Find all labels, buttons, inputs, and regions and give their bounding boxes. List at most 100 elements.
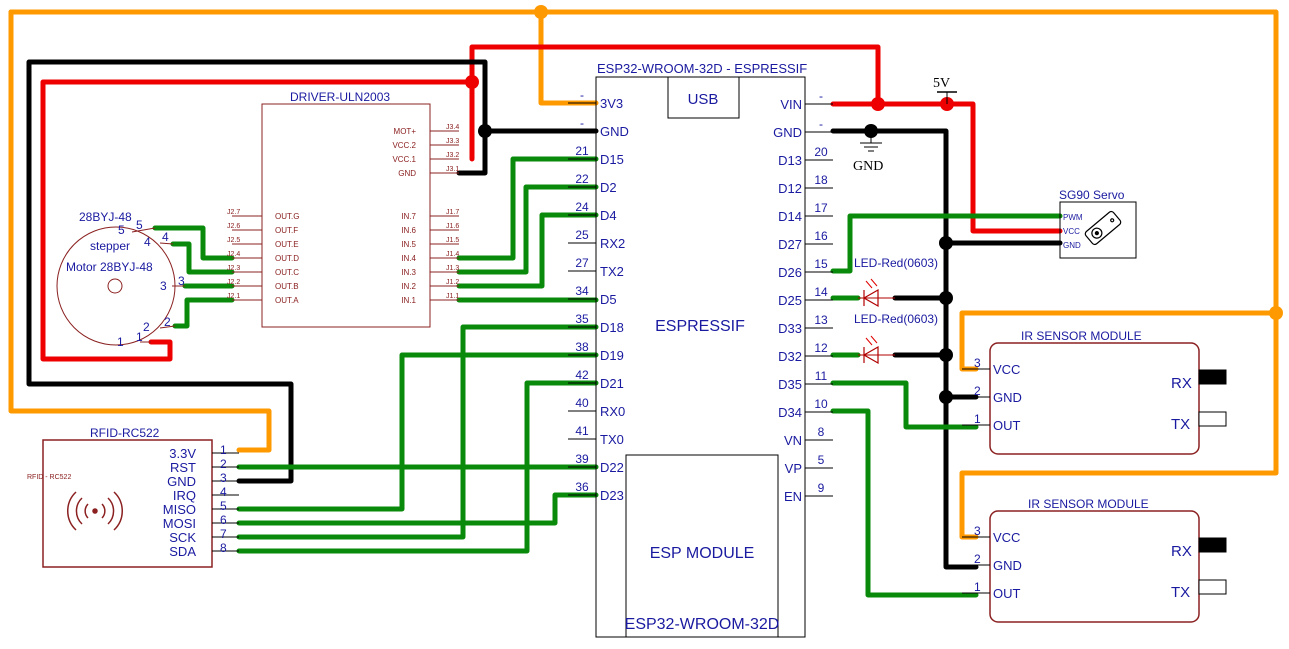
stepper-pin-line — [131, 227, 156, 233]
ir-pin-number: 2 — [974, 384, 981, 398]
driver-pin-ref: J1.6 — [446, 223, 459, 230]
rfid-small-label: RFID - RC522 — [27, 474, 71, 481]
ir-pin-name: GND — [993, 390, 1022, 405]
servo-body — [1059, 201, 1137, 259]
esp32-pin-name: GND — [773, 125, 802, 140]
esp32-pin-number: 22 — [575, 172, 589, 186]
esp32-pin-number: 41 — [575, 424, 589, 438]
esp32-pin-number: 18 — [814, 173, 828, 187]
driver-pin-ref: J2.6 — [227, 223, 240, 230]
junction-dot — [939, 348, 953, 362]
esp32-pin-number: 21 — [575, 144, 589, 158]
wire-gnd-right — [830, 128, 979, 570]
wire-3v3-bus — [8, 9, 1279, 316]
esp32-pin-number: 15 — [814, 257, 828, 271]
esp32-pin-name: D13 — [778, 153, 802, 168]
driver-pin-ref: J1.3 — [446, 265, 459, 272]
wire-stepper-5 — [152, 225, 235, 261]
led-1-label: LED-Red(0603) — [854, 256, 938, 270]
ir-pin-number: 2 — [974, 552, 981, 566]
wire-3v3-esp — [538, 9, 599, 106]
driver-pin-ref: J1.5 — [446, 237, 459, 244]
led-2-light-icon — [865, 335, 878, 346]
esp32-pin-name: D18 — [600, 320, 624, 335]
stepper-motor: 28BYJ-48 stepper Motor 28BYJ-48 54321543… — [56, 210, 185, 349]
driver-pin-name: OUT.A — [275, 296, 299, 305]
stepper-shaft — [107, 278, 123, 294]
stepper-pin-number: 1 — [136, 330, 143, 344]
esp32-pin-name: EN — [784, 489, 802, 504]
junction-dot — [1269, 306, 1283, 320]
esp32-pin-name: D5 — [600, 292, 617, 307]
rfid-pin-number: 1 — [220, 443, 227, 457]
ir-2-body — [989, 510, 1200, 623]
rfid-module: RFID-RC522 RFID - RC522 13.3V2RST3GND4IR… — [27, 426, 239, 568]
esp32-pin-name: D4 — [600, 208, 617, 223]
esp-module-label: ESP MODULE — [650, 545, 755, 562]
wire-d35-ir1 — [830, 380, 979, 430]
stepper-label-2: Motor 28BYJ-48 — [66, 260, 153, 274]
driver-pin-ref: J1.2 — [446, 279, 459, 286]
driver-pin-name: IN.5 — [401, 240, 416, 249]
rfid-wireless-icon — [67, 491, 123, 531]
esp32-pin-number: 5 — [818, 453, 825, 467]
rfid-pin-number: 7 — [220, 527, 227, 541]
esp32-pin-number: 12 — [814, 341, 828, 355]
ir-1-body — [989, 342, 1200, 455]
esp32-pin-name: D32 — [778, 349, 802, 364]
stepper-pin-number: 5 — [136, 218, 143, 232]
esp32-pin-number: 39 — [575, 452, 589, 466]
ir-2-tx-led — [1198, 579, 1227, 595]
driver-pin-ref: J2.5 — [227, 237, 240, 244]
servo-pin-gnd: GND — [1063, 241, 1081, 250]
junctions — [465, 5, 1283, 404]
stepper-label-1: stepper — [90, 239, 130, 253]
esp32-pin-number: 8 — [818, 425, 825, 439]
driver-pin-name: IN.4 — [401, 254, 416, 263]
wire-stepper-2 — [172, 297, 235, 329]
driver-pin-name: OUT.C — [275, 268, 299, 277]
rfid-pin-name: 3.3V — [169, 446, 196, 461]
driver-pin-name: OUT.E — [275, 240, 299, 249]
rfid-pin-name: SDA — [169, 544, 196, 559]
esp32-pin-name: D34 — [778, 405, 802, 420]
junction-dot — [534, 5, 548, 19]
wire-sck-d18 — [236, 324, 599, 540]
rfid-pin-number: 2 — [220, 457, 227, 471]
ir-1-tx: TX — [1171, 416, 1190, 433]
esp32-module: ESP32-WROOM-32D - ESPRESSIF USB ESPRESSI… — [568, 61, 833, 638]
power-5v-symbol: 5V — [933, 76, 957, 104]
stepper-pin-number: 4 — [162, 230, 169, 244]
esp32-pin-number: - — [819, 117, 823, 131]
rfid-pin-name: SCK — [169, 530, 196, 545]
rfid-pin-number: 5 — [220, 499, 227, 513]
driver-pin-ref: J2.2 — [227, 279, 240, 286]
driver-pin-ref: J3.2 — [446, 152, 459, 159]
led-2: LED-Red(0603) — [854, 312, 938, 365]
ir-pin-name: OUT — [993, 418, 1021, 433]
driver-pin-ref: J3.4 — [446, 124, 459, 131]
ir-1-rx-led — [1198, 369, 1227, 385]
junction-dot — [871, 97, 885, 111]
esp32-center-label: ESPRESSIF — [655, 318, 745, 335]
stepper-pin-line — [159, 242, 174, 245]
esp32-right-pins: -VIN-GND20D1318D1217D1416D2715D2614D2513… — [773, 89, 833, 504]
esp32-pin-number: 11 — [815, 369, 828, 383]
esp32-pin-number: 14 — [814, 285, 828, 299]
stepper-pin-line — [159, 325, 176, 329]
wire-sda-d21 — [236, 380, 599, 554]
esp32-pin-name: VP — [785, 461, 802, 476]
junction-dot — [465, 75, 479, 89]
driver-pin-name: OUT.F — [275, 226, 298, 235]
driver-pin-ref: J1.7 — [446, 209, 459, 216]
esp32-pin-name: D12 — [778, 181, 802, 196]
ir-pin-name: VCC — [993, 530, 1020, 545]
ir-pin-number: 3 — [974, 524, 981, 538]
esp32-pin-number: 10 — [814, 397, 828, 411]
ir-1-tx-led — [1198, 411, 1227, 427]
